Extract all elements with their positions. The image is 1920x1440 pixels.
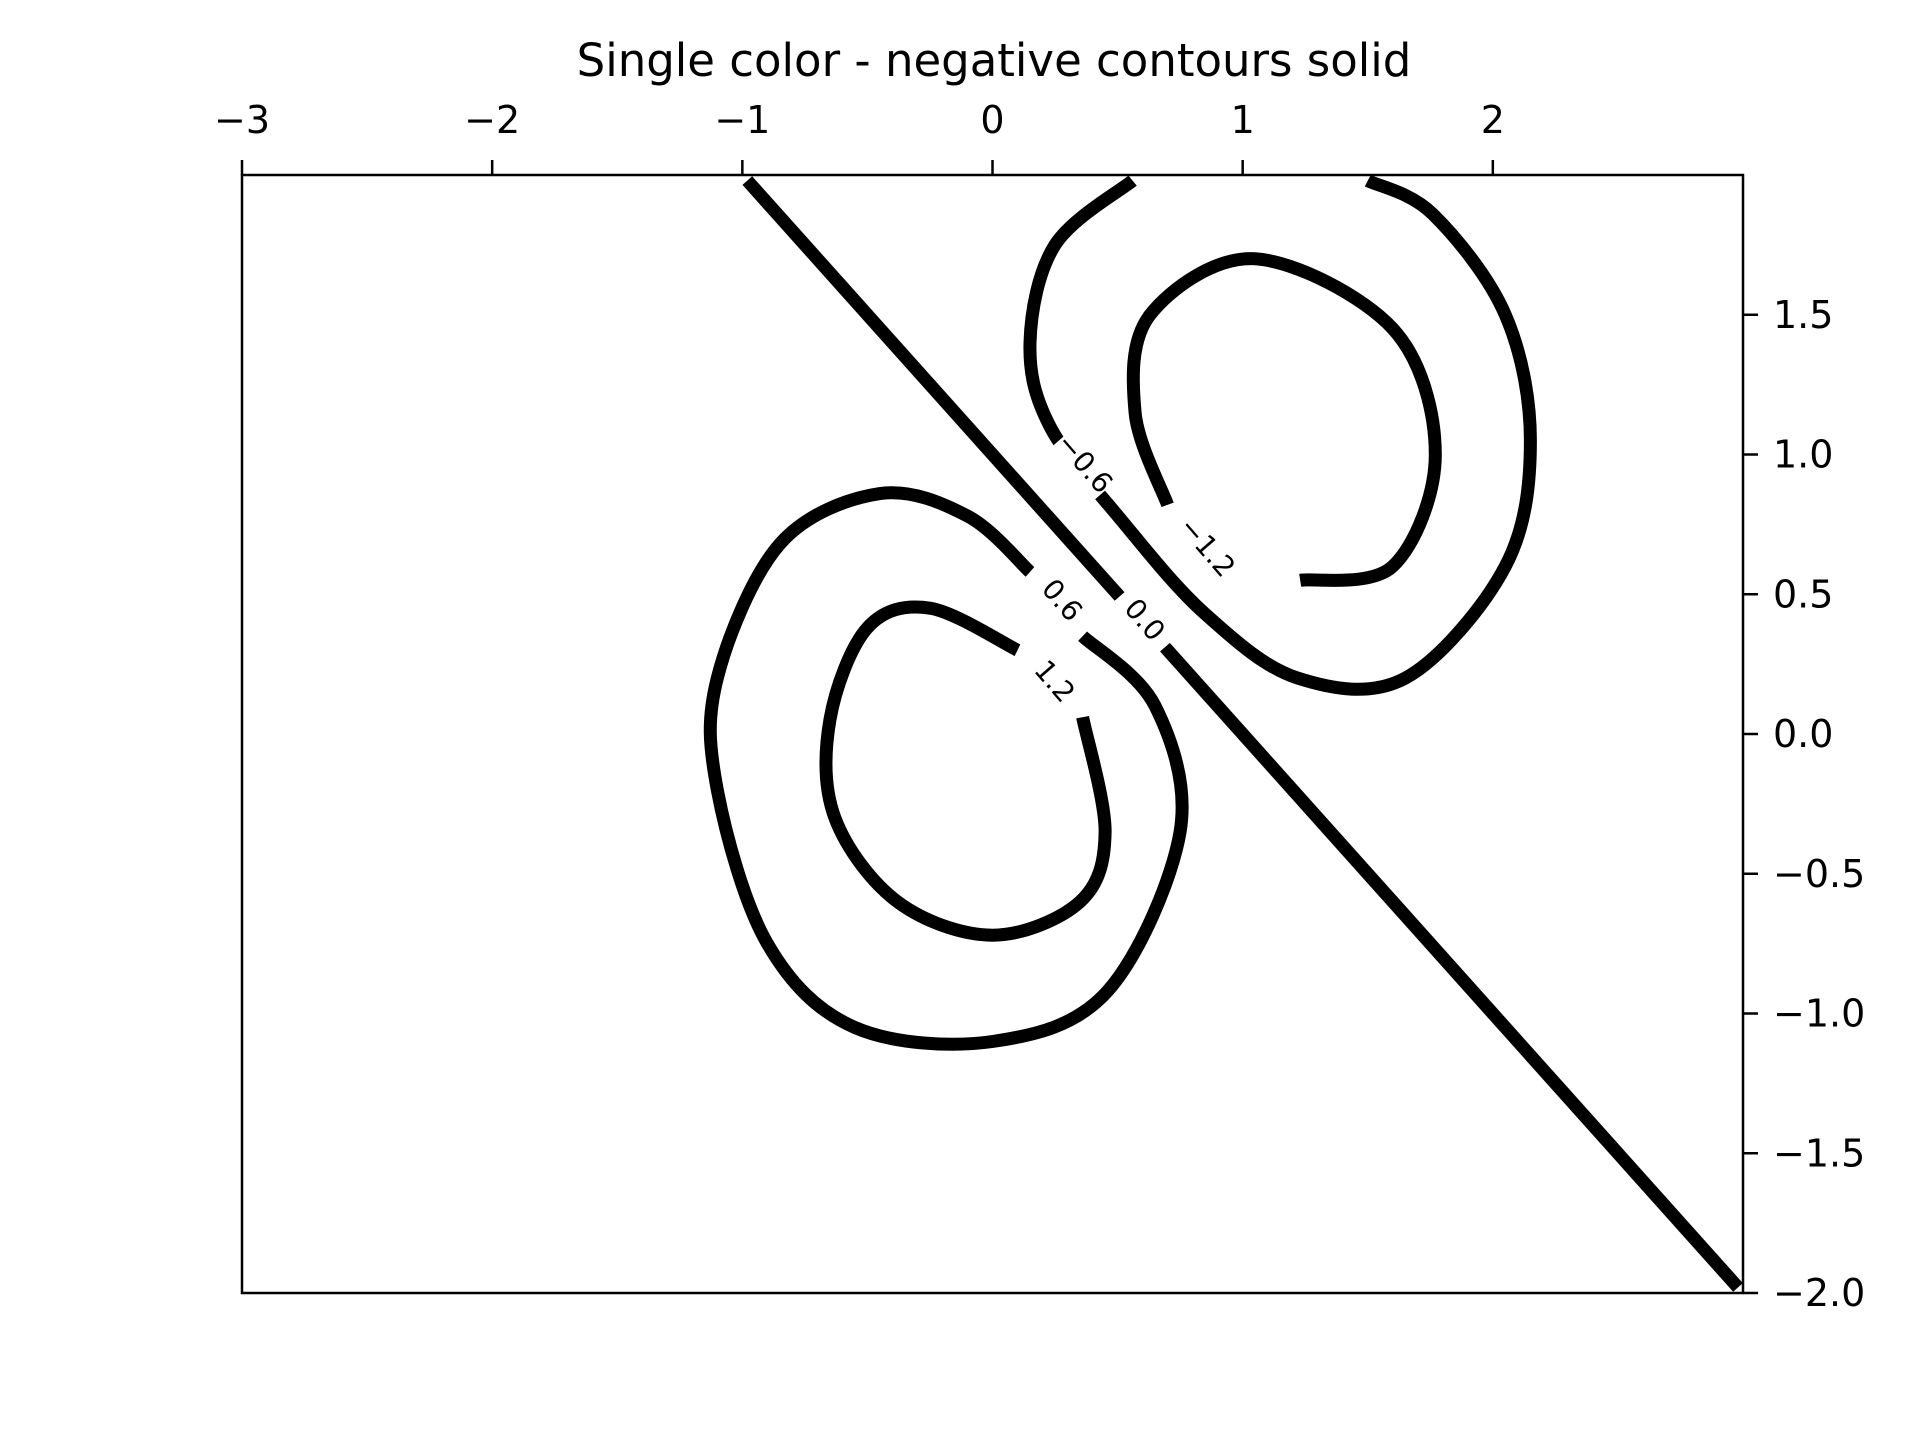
- y-tick-label: −1.5: [1773, 1131, 1865, 1175]
- y-tick-label: −2.0: [1773, 1271, 1865, 1315]
- contour-label-gap: [1046, 422, 1125, 503]
- y-tick-label: −1.0: [1773, 992, 1865, 1036]
- contour-line-neg1p2: [1126, 252, 1442, 587]
- contour-line-0: [742, 176, 1743, 1292]
- x-tick-label: 1: [1231, 98, 1255, 142]
- x-tick-label: −2: [464, 98, 520, 142]
- y-axis: 1.5 1.0 0.5 0.0 −0.5 −1.0 −1.5 −2.0: [1743, 293, 1865, 1315]
- contour-label-gap: [1106, 579, 1185, 660]
- x-tick-label: 2: [1481, 98, 1505, 142]
- contour-lines: [703, 174, 1743, 1292]
- contour-line-1p2: [819, 600, 1112, 942]
- y-tick-label: 1.5: [1773, 293, 1833, 337]
- y-tick-label: −0.5: [1773, 852, 1865, 896]
- x-tick-label: −1: [714, 98, 770, 142]
- x-tick-label: −3: [214, 98, 270, 142]
- x-tick-label: 0: [980, 98, 1004, 142]
- contour-label-gap: [1016, 640, 1094, 721]
- contour-line-neg0p6: [1023, 174, 1537, 696]
- chart-title: Single color - negative contours solid: [577, 34, 1412, 87]
- y-tick-label: 0.5: [1773, 572, 1833, 616]
- y-tick-label: 0.0: [1773, 712, 1833, 756]
- contour-label-gap: [1023, 559, 1102, 640]
- x-axis: −3 −2 −1 0 1 2: [214, 98, 1505, 175]
- y-tick-label: 1.0: [1773, 433, 1833, 477]
- contour-line-0p6: [703, 486, 1189, 1051]
- contour-label-gap: [1168, 506, 1247, 587]
